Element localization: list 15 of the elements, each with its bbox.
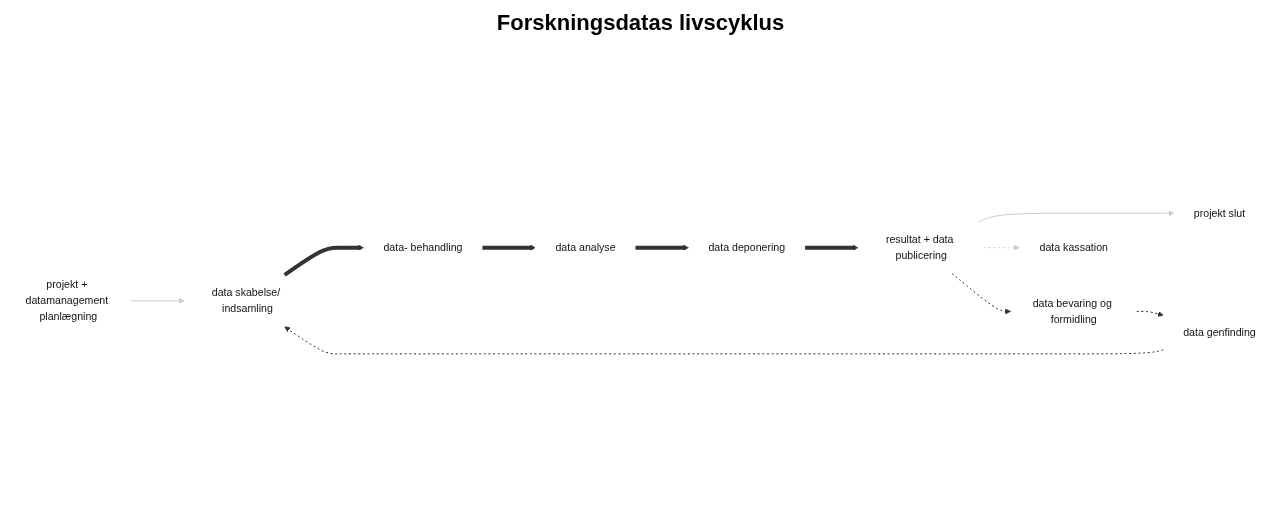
node-text: data analyse (555, 242, 616, 254)
arrow (283, 245, 364, 277)
arrow (482, 245, 536, 252)
node-text: projekt + datamanagement planlægning (25, 279, 109, 323)
diagram-title: Forskningsdatas livscyklus (495, 10, 786, 36)
arrow (635, 245, 689, 252)
node-text: resultat + data publicering (885, 234, 954, 262)
arrow (805, 245, 859, 252)
node-text: data genfinding (1183, 327, 1256, 339)
node-text: data bevaring og formidling (1032, 297, 1112, 326)
node-text: projekt slut (1193, 207, 1246, 219)
node-text: data- behandling (383, 242, 463, 254)
node-text: data kassation (1039, 242, 1108, 254)
node-text: data deponering (708, 242, 786, 254)
node-text: data skabelse/ indsamling (211, 287, 281, 315)
